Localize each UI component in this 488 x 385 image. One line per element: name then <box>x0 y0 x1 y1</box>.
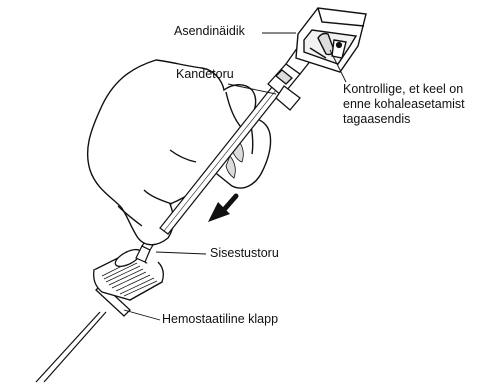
label-hemostatic-valve: Hemostaatiline klapp <box>162 312 278 327</box>
leader-insertion-tube <box>156 252 206 254</box>
check-note-line-3: tagaasendis <box>343 112 488 127</box>
direction-arrow-icon <box>208 196 236 222</box>
leader-hemostatic-valve <box>124 310 160 320</box>
check-note-line-2: enne kohaleasetamist <box>343 97 488 112</box>
label-check-note: Kontrollige, et keel on enne kohaleaseta… <box>343 82 488 127</box>
label-insertion-tube: Sisestustoru <box>210 246 279 261</box>
guide-tube <box>36 312 106 382</box>
label-catheter-tube: Kandetoru <box>176 67 234 82</box>
label-position-indicator: Asendinäidik <box>174 24 245 39</box>
hemostatic-valve-illustration <box>94 246 164 316</box>
check-note-line-1: Kontrollige, et keel on <box>343 82 488 97</box>
